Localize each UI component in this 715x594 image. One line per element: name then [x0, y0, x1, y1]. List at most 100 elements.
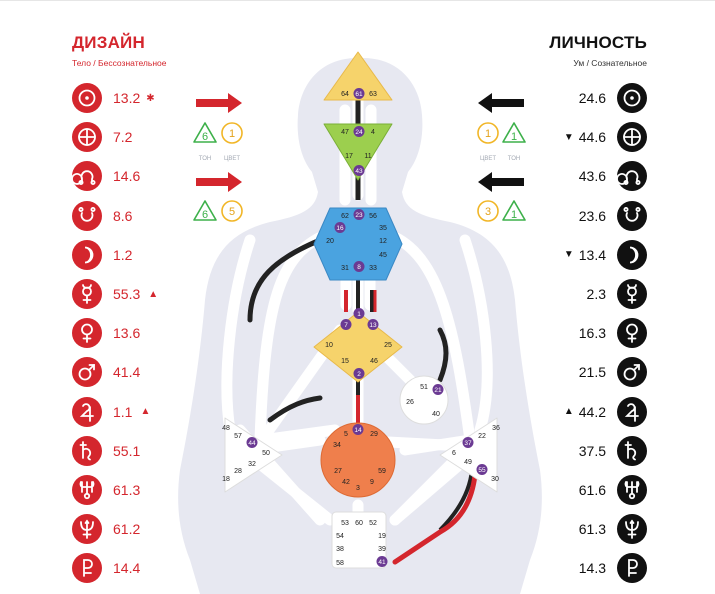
neptune-icon — [617, 514, 647, 545]
mars-icon — [72, 357, 102, 388]
channel-lane — [256, 424, 341, 446]
gate-number: 6 — [452, 450, 456, 457]
gate-number: 60 — [355, 520, 363, 527]
gate-number: 51 — [420, 384, 428, 391]
channel-lane — [221, 234, 256, 436]
design-row: 61.2 — [72, 511, 140, 547]
gate-number: 25 — [384, 342, 392, 349]
design-gate-value: 61.2 — [113, 521, 141, 538]
personality-gate-value: 43.6 — [578, 168, 606, 185]
design-row: 13.6 — [72, 315, 140, 351]
saturn-icon — [72, 435, 102, 466]
design-fixing-mark: ▲ — [140, 406, 151, 418]
gate-number: 23 — [355, 212, 363, 219]
channel-lane — [384, 229, 476, 446]
personality-row: 61.3 — [579, 511, 647, 547]
design-gate-value: 55.3 — [113, 286, 141, 302]
gate-activated-marker — [340, 319, 352, 330]
personality-row: 24.6 — [579, 80, 647, 116]
gate-activated-marker — [367, 319, 379, 330]
personality-row: 14.3 — [579, 550, 647, 586]
personality-color-bottom-value: 3 — [485, 206, 491, 218]
personality-gate-value: 61.6 — [578, 482, 606, 498]
personality-fixing-mark: ▲ — [563, 406, 574, 418]
uranus-icon — [72, 475, 102, 505]
channel-21-45 — [437, 327, 449, 383]
design-row: 55.3 ▲ — [72, 276, 158, 312]
design-gate-value: 14.4 — [113, 560, 141, 577]
gate-number: 62 — [341, 213, 349, 220]
personality-color-label: ЦВЕТ — [480, 156, 496, 162]
gate-number: 21 — [434, 387, 442, 394]
gate-number: 50 — [262, 450, 270, 457]
gate-number: 45 — [379, 252, 387, 259]
gate-number: 42 — [342, 479, 350, 486]
design-gate-value: 13.2 — [113, 90, 141, 106]
design-gate-value: 8.6 — [113, 207, 133, 224]
design-gate-value: 55.1 — [113, 442, 141, 459]
design-fixing-mark: ▲ — [148, 288, 159, 300]
personality-tone-bottom-value: 1 — [511, 209, 517, 221]
design-row: 55.1 — [72, 433, 140, 469]
channel-20-57 — [247, 235, 328, 323]
personality-gate-value: 37.5 — [578, 442, 606, 459]
personality-row: 61.6 — [579, 472, 647, 508]
gate-activated-marker — [353, 88, 365, 99]
mercury-icon — [617, 279, 647, 309]
personality-tone-top-value: 1 — [511, 131, 517, 143]
design-row: 13.2 ✱ — [72, 80, 155, 116]
gate-number: 37 — [464, 440, 472, 447]
gate-number: 53 — [341, 520, 349, 527]
gate-number: 17 — [345, 153, 353, 160]
personality-gate-value: 44.6 — [578, 129, 606, 146]
channel-41-30 — [392, 472, 478, 565]
design-row: 41.4 — [72, 354, 140, 390]
gate-number: 36 — [492, 425, 500, 432]
gate-activated-marker — [353, 308, 365, 319]
personality-color-bottom — [477, 200, 499, 222]
design-fixing-mark: ✱ — [146, 92, 155, 104]
pluto-icon — [72, 553, 102, 584]
design-gate-value: 61.3 — [113, 482, 141, 498]
south-node-icon — [617, 200, 647, 231]
personality-gate-value: 13.4 — [578, 246, 606, 263]
design-row: 14.6 — [72, 158, 140, 194]
gate-number: 5 — [344, 431, 348, 438]
design-gate-value: 1.1 — [113, 403, 133, 420]
gate-number: 61 — [355, 91, 363, 98]
personality-row: 21.5 — [579, 354, 647, 390]
design-row: 61.3 — [72, 472, 140, 508]
personality-tone-bottom — [502, 200, 526, 221]
gate-number: 56 — [369, 213, 377, 220]
personality-subtitle: Ум / Сознательное — [573, 58, 647, 68]
gate-number: 38 — [336, 546, 344, 553]
neptune-icon — [72, 514, 102, 545]
personality-row: ▼13.4 — [564, 237, 647, 273]
gate-activated-marker — [353, 368, 365, 379]
gate-activated-marker — [352, 424, 364, 435]
personality-tone-label: ТОН — [508, 156, 520, 162]
design-row: 1.1 ▲ — [72, 394, 150, 430]
gate-number: 12 — [379, 238, 387, 245]
gate-number: 27 — [334, 468, 342, 475]
gate-activated-marker — [432, 384, 444, 395]
personality-color-top-value: 1 — [485, 128, 491, 140]
gate-number: 48 — [222, 425, 230, 432]
design-gate-value: 7.2 — [113, 129, 133, 146]
root-center — [331, 511, 387, 569]
gate-activated-marker — [462, 437, 474, 448]
design-gate-value: 1.2 — [113, 246, 133, 263]
sun-icon — [72, 83, 102, 113]
gate-number: 1 — [357, 311, 361, 318]
gate-number: 55 — [478, 467, 486, 474]
gate-activated-marker — [476, 464, 488, 475]
gate-activated-marker — [353, 126, 365, 137]
personality-gate-value: 21.5 — [578, 364, 606, 381]
gate-number: 20 — [326, 238, 334, 245]
gate-number: 11 — [364, 153, 371, 160]
design-gate-value: 41.4 — [113, 364, 141, 381]
gate-number: 14 — [354, 427, 362, 434]
design-row: 8.6 — [72, 198, 132, 234]
personality-gate-value: 44.2 — [578, 403, 606, 420]
